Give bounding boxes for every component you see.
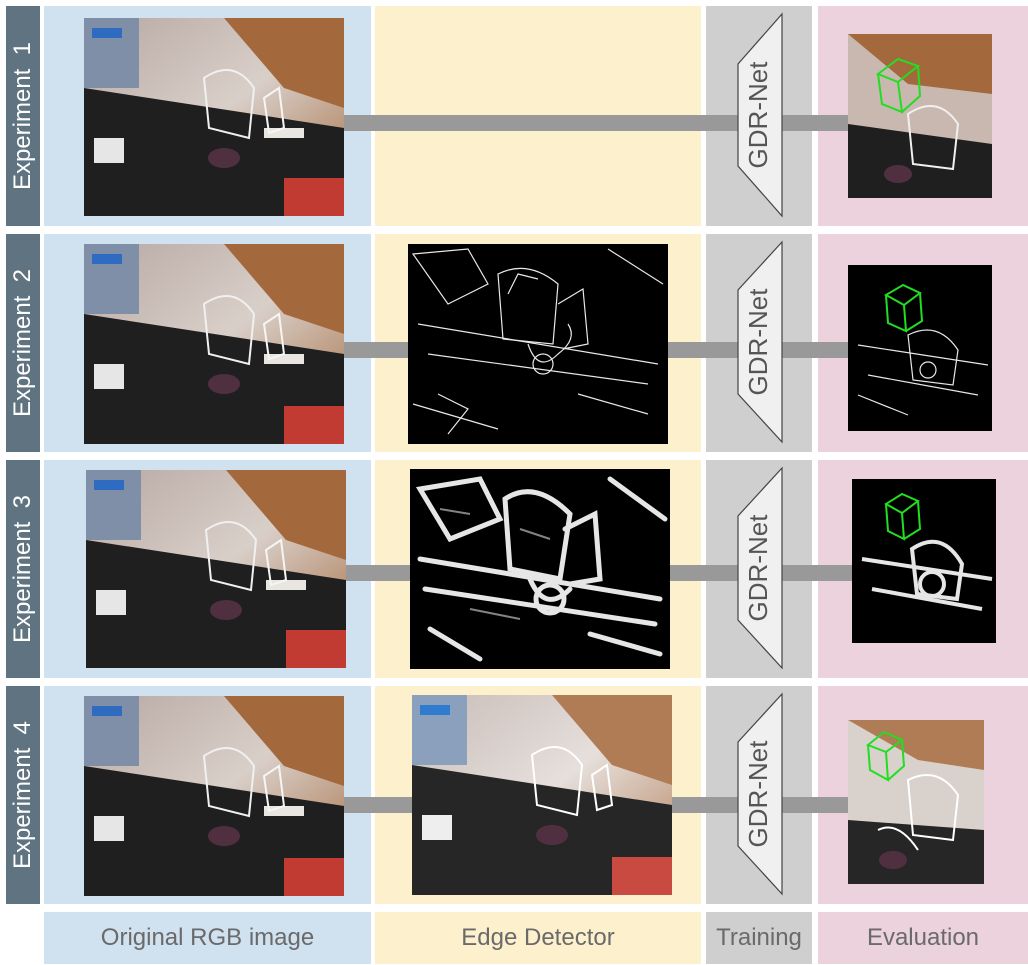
gdr-net-label-4: GDR-Net: [743, 740, 773, 848]
edge-image-3: [410, 469, 670, 669]
gdr-net-label-2: GDR-Net: [743, 288, 773, 396]
row-label-4: Experiment 4: [6, 686, 40, 904]
eval-image-3: [852, 479, 996, 643]
pose-box-4: [866, 730, 906, 782]
edge-image-4: [412, 695, 672, 895]
pose-box-2: [883, 283, 924, 333]
gdr-net-label-3: GDR-Net: [743, 514, 773, 622]
pose-box-1: [875, 57, 922, 114]
connector-2a: [340, 342, 410, 358]
row-label-1: Experiment 1: [6, 6, 40, 226]
gdr-net-block-3: GDR-Net: [737, 466, 783, 670]
eval-image-4: [848, 720, 984, 884]
eval-image-1: [848, 34, 992, 198]
eval-image-2: [848, 265, 992, 431]
rgb-image-2: [84, 244, 344, 444]
row-label-2: Experiment 2: [6, 234, 40, 452]
gdr-net-block-1: GDR-Net: [737, 12, 783, 218]
connector-3a: [340, 565, 415, 581]
column-label-training: Training: [706, 912, 812, 964]
column-label-evaluation: Evaluation: [818, 912, 1028, 964]
connector-4a: [340, 797, 415, 813]
gdr-net-label-1: GDR-Net: [743, 61, 773, 169]
pose-box-3: [884, 492, 922, 541]
connector-1: [340, 115, 860, 131]
rgb-image-3: [86, 470, 346, 668]
edge-image-2: [408, 244, 668, 444]
rgb-image-4: [84, 696, 344, 896]
rgb-image-1: [84, 18, 344, 216]
row-label-3: Experiment 3: [6, 460, 40, 678]
gdr-net-block-2: GDR-Net: [737, 240, 783, 444]
gdr-net-block-4: GDR-Net: [737, 692, 783, 896]
column-label-rgb: Original RGB image: [44, 912, 371, 964]
column-label-edge: Edge Detector: [375, 912, 701, 964]
